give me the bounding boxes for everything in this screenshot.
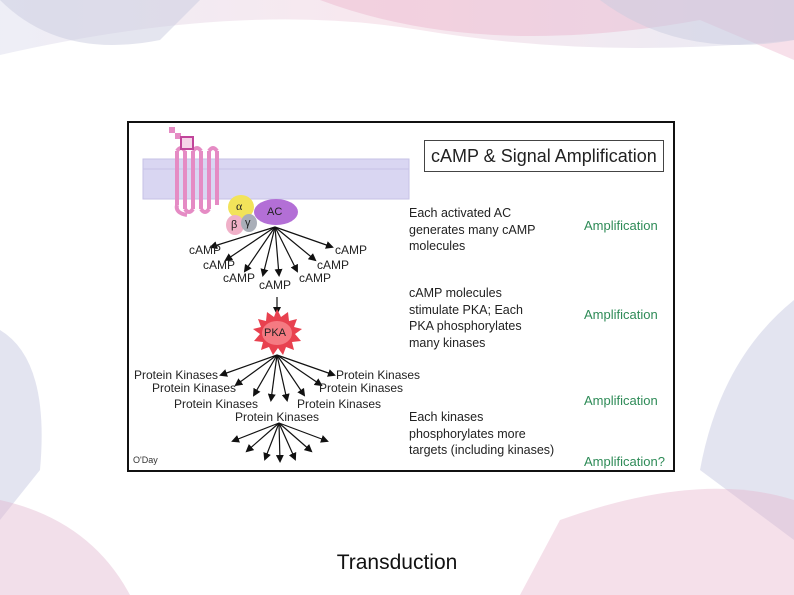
description-line: targets (including kinases) xyxy=(409,443,555,457)
signaling-pathway-diagram xyxy=(142,127,410,463)
gamma-label: γ xyxy=(245,217,251,229)
figure-credit: O'Day xyxy=(133,455,158,465)
amplification-label: Amplification xyxy=(584,218,658,233)
g-protein-alpha-subunit xyxy=(228,195,254,219)
camp-label: cAMP xyxy=(203,258,236,272)
protein-kinases-label: Protein Kinases xyxy=(319,381,404,395)
description-line: Each activated AC xyxy=(409,206,512,220)
g-protein-coupled-receptor xyxy=(174,146,219,217)
description-line: phosphorylates more xyxy=(409,426,526,441)
amplification-label: Amplification? xyxy=(584,454,665,469)
protein-kinases-label: Protein Kinases xyxy=(336,368,421,382)
camp-label: cAMP xyxy=(317,258,350,272)
protein-kinases-label: Protein Kinases xyxy=(235,410,320,424)
description-line: many kinases xyxy=(409,335,486,350)
description-line: stimulate PKA; Each xyxy=(409,302,523,317)
protein-kinases-label: Protein Kinases xyxy=(134,368,219,382)
pka-description: cAMP molecules stimulate PKA; Each PKA p… xyxy=(409,285,523,351)
slide-caption: Transduction xyxy=(336,551,458,574)
kinase-description: Each kinases phosphorylates more targets… xyxy=(409,409,554,459)
amplification-label: Amplification xyxy=(584,307,658,322)
camp-label: cAMP xyxy=(335,243,368,257)
camp-label: cAMP xyxy=(299,271,332,285)
description-line: Each kinases xyxy=(409,410,484,424)
description-line: PKA phosphorylates xyxy=(409,319,522,333)
adenylyl-cyclase xyxy=(254,199,298,225)
cell-membrane xyxy=(142,158,410,200)
camp-arrows xyxy=(209,226,334,277)
beta-label: β xyxy=(231,219,238,231)
protein-kinases-label: Protein Kinases xyxy=(174,397,259,411)
camp-label: cAMP xyxy=(259,278,292,292)
g-protein-gamma-subunit xyxy=(241,214,257,232)
ac-description: Each activated AC generates many cAMP mo… xyxy=(409,205,535,255)
description-line: molecules xyxy=(409,239,466,253)
camp-amplification-figure: cAMP & Signal Amplification α β γ AC cAM… xyxy=(127,121,675,472)
pka-kinase-arrows xyxy=(219,354,336,402)
description-line: generates many cAMP xyxy=(409,222,536,237)
pka-core xyxy=(262,321,292,345)
protein-kinases-label: Protein Kinases xyxy=(297,397,382,411)
alpha-label: α xyxy=(236,199,243,213)
ac-label: AC xyxy=(267,206,283,218)
amplification-label: Amplification xyxy=(584,393,658,408)
pka-label: PKA xyxy=(264,327,287,339)
g-protein-beta-subunit xyxy=(226,215,244,235)
camp-label: cAMP xyxy=(189,243,222,257)
description-line: cAMP molecules xyxy=(409,286,502,300)
kinase-target-arrows xyxy=(231,422,329,463)
figure-title: cAMP & Signal Amplification xyxy=(424,140,664,172)
camp-label: cAMP xyxy=(223,271,256,285)
protein-kinases-label: Protein Kinases xyxy=(152,381,237,395)
ligand xyxy=(169,127,194,150)
